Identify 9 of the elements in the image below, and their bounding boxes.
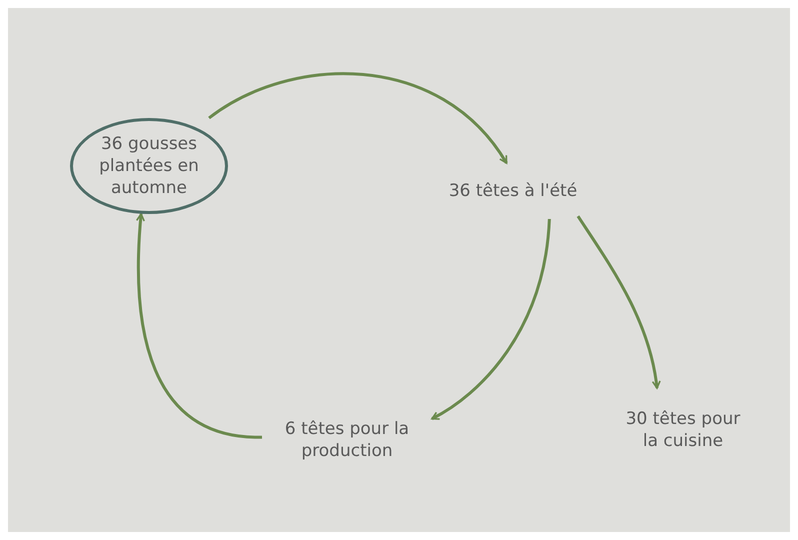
curved-arrow: [576, 215, 661, 389]
curved-arrow: [431, 218, 551, 420]
node-label: 36 têtes à l'été: [448, 180, 578, 202]
node-label: 30 têtes pour la cuisine: [624, 408, 742, 452]
node-label: 36 gousses plantées en automne: [98, 133, 200, 199]
ellipse-node: [70, 118, 228, 214]
curved-arrow: [208, 72, 508, 164]
curved-arrow: [136, 213, 262, 439]
node-label: 6 têtes pour la production: [284, 418, 410, 462]
